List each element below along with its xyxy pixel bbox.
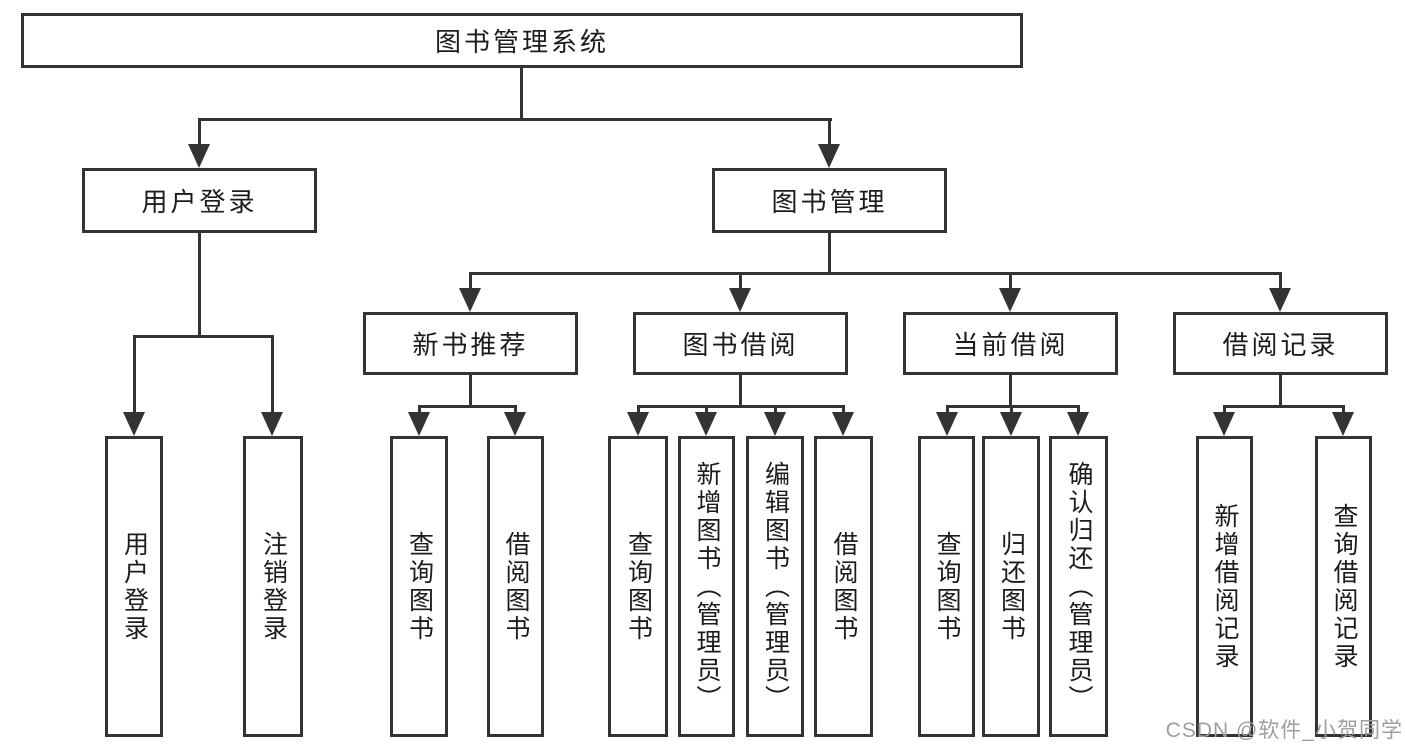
arrowhead-icon: [1332, 412, 1354, 436]
arrowhead-icon: [1067, 412, 1089, 436]
connector-line: [842, 405, 845, 415]
connector-line: [469, 272, 472, 291]
arrowhead-icon: [832, 412, 854, 436]
node-new-book-recommend: 新书推荐: [363, 312, 578, 375]
watermark-text: CSDN @软件_小贺同学: [1165, 719, 1403, 742]
connector-line: [1009, 375, 1012, 408]
connector-line: [1223, 405, 1344, 408]
connector-line: [1009, 272, 1012, 291]
arrowhead-icon: [188, 144, 210, 168]
leaf-borrow-books-recommend: 借阅图书: [487, 436, 544, 737]
arrowhead-icon: [261, 412, 283, 436]
connector-line: [946, 405, 949, 415]
connector-line: [1279, 375, 1282, 408]
arrowhead-icon: [504, 412, 526, 436]
leaf-edit-books-admin: 编辑图书（管理员）: [746, 436, 804, 737]
node-library-system: 图书管理系统: [21, 13, 1023, 68]
connector-line: [637, 405, 844, 408]
leaf-add-borrow-record: 新增借阅记录: [1196, 436, 1253, 737]
leaf-confirm-return-admin: 确认归还（管理员）: [1049, 436, 1108, 737]
leaf-query-borrow-record: 查询借阅记录: [1315, 436, 1372, 737]
node-current-borrowing: 当前借阅: [903, 312, 1118, 375]
connector-line: [774, 405, 777, 415]
connector-line: [133, 335, 136, 414]
arrowhead-icon: [999, 288, 1021, 312]
connector-line: [637, 405, 640, 415]
leaf-query-books-current: 查询图书: [918, 436, 975, 737]
connector-line: [1010, 405, 1013, 415]
connector-line: [198, 118, 201, 147]
connector-line: [520, 68, 523, 121]
connector-line: [828, 233, 831, 275]
leaf-user-login: 用户登录: [105, 436, 163, 737]
connector-line: [418, 405, 421, 415]
arrowhead-icon: [936, 412, 958, 436]
arrowhead-icon: [459, 288, 481, 312]
connector-line: [739, 375, 742, 408]
arrowhead-icon: [729, 288, 751, 312]
connector-line: [418, 405, 517, 408]
leaf-logout: 注销登录: [243, 436, 303, 737]
connector-line: [1342, 405, 1345, 415]
connector-line: [469, 375, 472, 408]
connector-line: [198, 118, 832, 121]
node-user-login: 用户登录: [82, 168, 317, 233]
arrowhead-icon: [627, 412, 649, 436]
leaf-add-books-admin: 新增图书（管理员）: [678, 436, 735, 737]
node-borrowing-records: 借阅记录: [1173, 312, 1388, 375]
connector-line: [1077, 405, 1080, 415]
arrowhead-icon: [1000, 412, 1022, 436]
leaf-query-books-recommend: 查询图书: [390, 436, 448, 737]
connector-line: [828, 118, 831, 147]
arrowhead-icon: [1213, 412, 1235, 436]
connector-line: [271, 335, 274, 414]
connector-line: [739, 272, 742, 291]
connector-line: [470, 272, 1282, 275]
arrowhead-icon: [818, 144, 840, 168]
leaf-borrow-books-borrowing: 借阅图书: [814, 436, 873, 737]
arrowhead-icon: [408, 412, 430, 436]
arrowhead-icon: [764, 412, 786, 436]
connector-line: [198, 233, 201, 335]
connector-line: [1279, 272, 1282, 291]
node-book-borrowing: 图书借阅: [633, 312, 848, 375]
connector-line: [133, 335, 274, 338]
connector-line: [705, 405, 708, 415]
arrowhead-icon: [123, 412, 145, 436]
arrowhead-icon: [1269, 288, 1291, 312]
node-book-management: 图书管理: [712, 168, 947, 233]
leaf-return-books: 归还图书: [982, 436, 1040, 737]
leaf-query-books-borrowing: 查询图书: [608, 436, 668, 737]
arrowhead-icon: [695, 412, 717, 436]
connector-line: [514, 405, 517, 415]
connector-line: [1223, 405, 1226, 415]
